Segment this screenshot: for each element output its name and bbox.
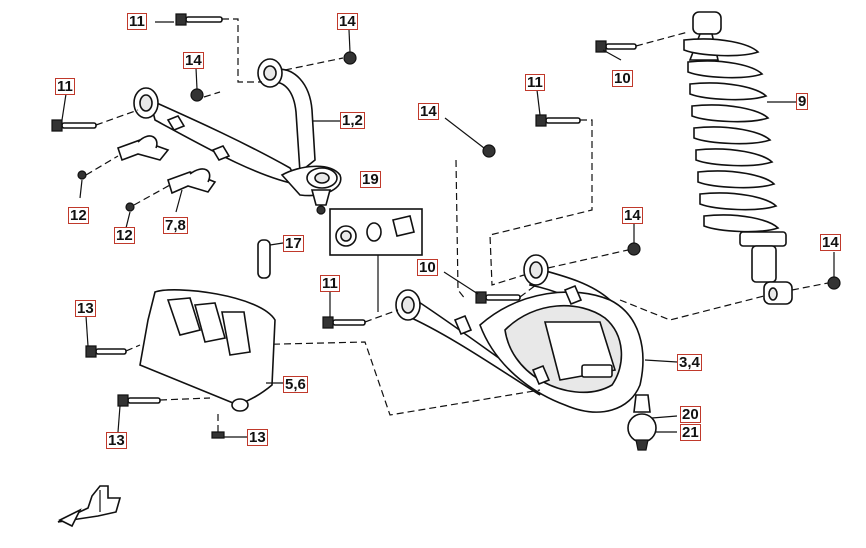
callout-17: 17 (283, 235, 304, 252)
callout-11-top: 11 (127, 13, 147, 30)
shock-absorber (595, 11, 841, 305)
callout-10-right: 10 (612, 70, 633, 87)
callout-7-8: 7,8 (163, 217, 188, 234)
lower-a-arm (395, 254, 657, 451)
leader-lines (61, 21, 835, 438)
callout-14-far: 14 (820, 234, 841, 251)
callout-11-left: 11 (55, 78, 75, 95)
callout-13-left: 13 (106, 432, 127, 449)
callout-14-mid: 14 (418, 103, 439, 120)
callout-19: 19 (360, 171, 381, 188)
lower-bolts (322, 114, 581, 329)
front-direction-arrow-icon (57, 485, 122, 528)
callout-14-left: 14 (183, 52, 204, 69)
callout-12-b: 12 (114, 227, 135, 244)
pin (257, 239, 271, 279)
bracket-7-8 (116, 135, 217, 195)
callout-1-2: 1,2 (340, 112, 365, 129)
callout-9: 9 (796, 93, 809, 110)
callout-5-6: 5,6 (283, 376, 308, 393)
callout-11-lower: 11 (320, 275, 340, 292)
skid-plate (85, 289, 276, 439)
callout-13-bottom: 13 (247, 429, 268, 446)
bushing-set (329, 208, 423, 312)
callout-14-lower: 14 (622, 207, 643, 224)
upper-a-arm (133, 58, 342, 215)
callout-20: 20 (680, 406, 701, 423)
callout-3-4: 3,4 (677, 354, 702, 371)
callout-11-mid: 11 (525, 74, 545, 91)
callout-12-a: 12 (68, 207, 89, 224)
callout-14-top: 14 (337, 13, 358, 30)
callout-10-lower: 10 (417, 259, 438, 276)
callout-21: 21 (680, 424, 701, 441)
callout-13-top: 13 (75, 300, 96, 317)
